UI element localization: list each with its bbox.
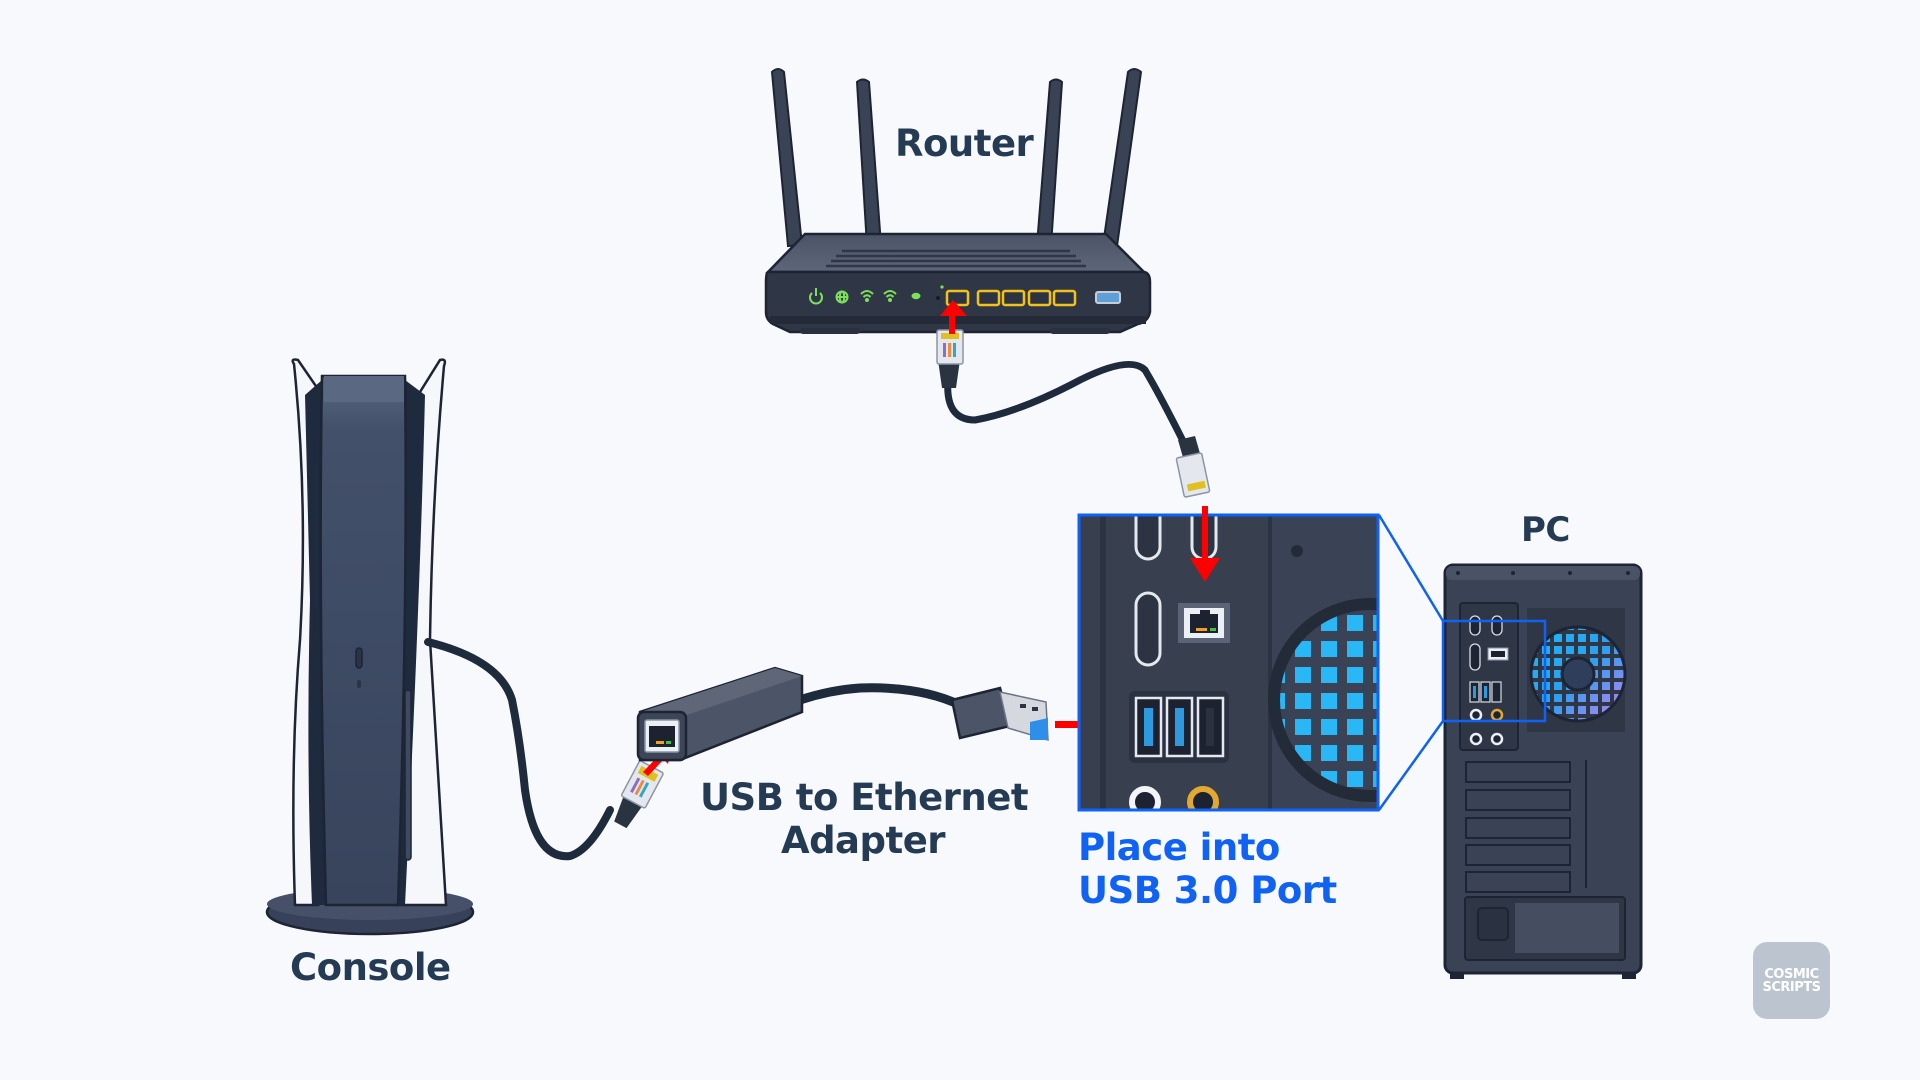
router-lan-port-5	[1052, 289, 1077, 307]
console-label: Console	[290, 946, 451, 989]
router-label: Router	[895, 122, 1034, 165]
arrow-into-pc-ethernet	[1190, 506, 1220, 582]
pc-expansion-slots	[1465, 761, 1571, 893]
ethernet-cable-router-pc	[936, 329, 1211, 498]
globe-icon	[835, 290, 849, 304]
rj45-plug-console-adapter	[614, 760, 664, 829]
console-power-button	[355, 647, 363, 669]
watermark-line-1: COSMIC	[1764, 966, 1819, 982]
power-icon	[809, 288, 823, 305]
router	[764, 68, 1152, 334]
inset-border	[1077, 513, 1380, 812]
rj45-plug-router-end	[936, 329, 964, 388]
status-led	[911, 292, 921, 300]
pc-rear-fan	[1527, 608, 1627, 732]
usb-ethernet-adapter	[636, 666, 1049, 762]
adapter-label-line-2: Adapter	[780, 819, 946, 862]
callout-line-1: Place into	[1078, 826, 1280, 869]
wifi-icon	[883, 290, 897, 302]
router-indicators	[809, 288, 921, 305]
inset-ethernet-port	[1178, 603, 1230, 643]
io-panel-inset	[1077, 513, 1380, 812]
usb3-port-2	[1175, 708, 1184, 746]
router-lan-port-1	[945, 289, 970, 307]
watermark-line-2: SCRIPTS	[1762, 979, 1821, 995]
adapter-label: USB to Ethernet Adapter	[700, 776, 1029, 862]
usb-port-3	[1206, 708, 1214, 746]
inset-usb3-ports	[1129, 691, 1229, 763]
wifi-icon	[860, 290, 874, 302]
zoom-source-box	[1441, 619, 1547, 723]
pc-tower	[1443, 563, 1643, 979]
pc-io-panel	[1459, 602, 1519, 751]
console-disc-slot	[404, 689, 412, 861]
adapter-label-line-1: USB to Ethernet	[700, 776, 1029, 819]
pc-label: PC	[1521, 510, 1570, 550]
router-lan-ports	[945, 289, 1077, 307]
rj45-plug-pc-end	[1175, 436, 1211, 498]
zoom-callout-lines	[1377, 514, 1547, 811]
router-lan-port-4	[1027, 289, 1052, 307]
arrow-into-router-port	[940, 300, 967, 334]
router-usb-port	[1095, 291, 1121, 304]
usb-port-callout: Place into USB 3.0 Port	[1078, 826, 1337, 912]
router-antennas	[770, 68, 1143, 248]
router-lan-port-2	[976, 289, 1001, 307]
usb3-port-1	[1144, 708, 1153, 746]
router-lan-port-3	[1001, 289, 1026, 307]
callout-line-2: USB 3.0 Port	[1078, 869, 1337, 912]
inset-fan	[1268, 515, 1378, 810]
inset-display-ports	[1134, 515, 1218, 667]
ethernet-cable-console-adapter	[424, 638, 664, 861]
console	[265, 358, 475, 936]
console-center-body	[319, 374, 407, 907]
inset-audio-jacks	[1129, 786, 1219, 810]
cosmic-scripts-watermark-logo: COSMIC SCRIPTS	[1753, 942, 1830, 1019]
console-eject-button	[357, 680, 361, 688]
